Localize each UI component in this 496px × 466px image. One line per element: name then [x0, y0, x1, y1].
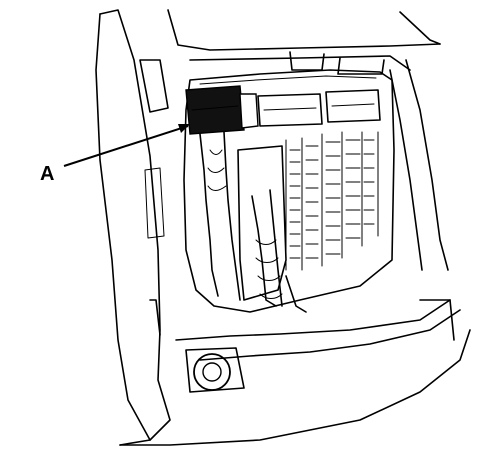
dashboard-panel: [95, 9, 471, 446]
side-trim: [389, 59, 449, 271]
connector-a: [185, 85, 259, 135]
callout-a-leader: [63, 124, 190, 167]
callout-a-label: A: [40, 163, 54, 185]
relay-block: [257, 93, 323, 127]
fuse-array: [285, 131, 379, 271]
relay-block: [325, 89, 381, 123]
wire-harness: [199, 131, 307, 313]
upper-recess: [167, 9, 441, 75]
fuse-box: [183, 69, 395, 313]
lower-ledge: [175, 299, 461, 393]
